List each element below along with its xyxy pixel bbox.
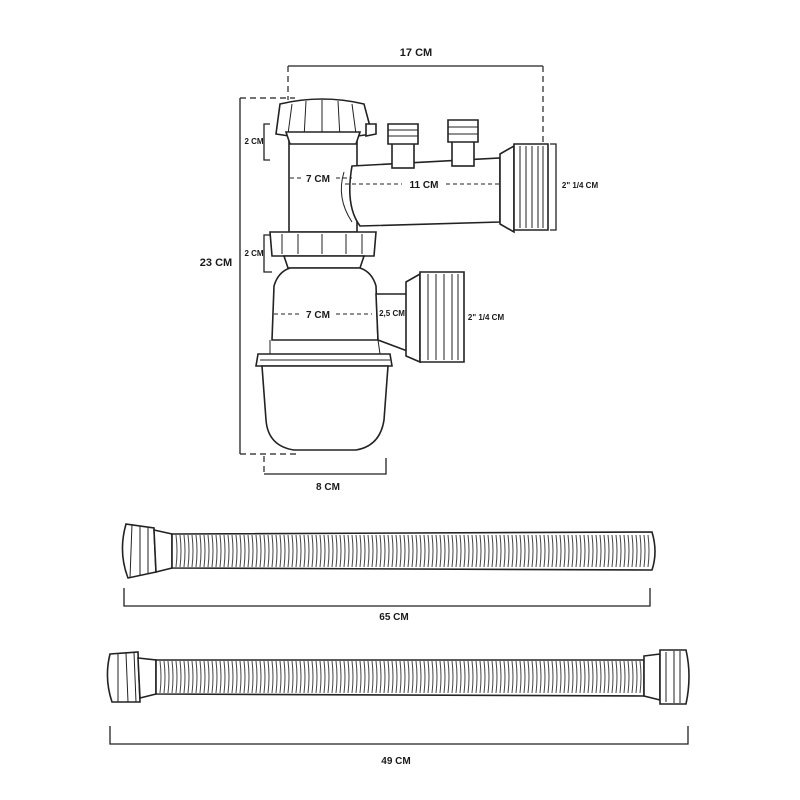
long-hose-label: 65 CM: [379, 612, 408, 623]
dimension-outlet-thread: 2" 1/4 CM: [468, 313, 505, 322]
upper-pipe-label: 7 CM: [306, 174, 330, 185]
long-hose-ribs: [175, 534, 650, 568]
dimension-lower-collar: 2 CM: [244, 234, 272, 273]
side-branch-label: 11 CM: [410, 180, 439, 191]
long-flexible-hose: [121, 523, 656, 579]
dimension-outlet-neck: 2,5 CM: [379, 309, 405, 318]
short-flexible-hose: [106, 649, 690, 705]
hose-tail-left: [387, 123, 419, 169]
dimension-short-hose: 49 CM: [109, 726, 689, 767]
dimension-upper-pipe: 7 CM: [290, 174, 352, 185]
overall-width-label: 17 CM: [400, 47, 432, 59]
dimension-upper-collar: 2 CM: [244, 123, 270, 161]
short-hose-ribs: [159, 660, 642, 694]
dimension-overall-height: 23 CM: [200, 97, 300, 455]
dimension-side-thread: 2" 1/4 CM: [550, 143, 599, 231]
dimension-overall-width: 17 CM: [287, 47, 544, 142]
bottle-trap: [255, 267, 465, 451]
upper-collar-label: 2 CM: [244, 137, 263, 146]
dimension-base-width: 8 CM: [263, 456, 387, 493]
dimension-long-hose: 65 CM: [123, 588, 651, 623]
overall-height-label: 23 CM: [200, 257, 232, 269]
dimension-side-branch: 11 CM: [345, 180, 500, 191]
side-thread-label: 2" 1/4 CM: [562, 181, 599, 190]
short-hose-label: 49 CM: [381, 756, 410, 767]
hose-tail-right: [447, 119, 479, 167]
upper-trap-body: [269, 98, 549, 269]
bottle-width-label: 7 CM: [306, 310, 330, 321]
base-width-label: 8 CM: [316, 482, 340, 493]
lower-collar-label: 2 CM: [244, 249, 263, 258]
outlet-thread-label: 2" 1/4 CM: [468, 313, 505, 322]
dimension-bottle-width: 7 CM: [274, 310, 372, 321]
outlet-neck-label: 2,5 CM: [379, 309, 405, 318]
